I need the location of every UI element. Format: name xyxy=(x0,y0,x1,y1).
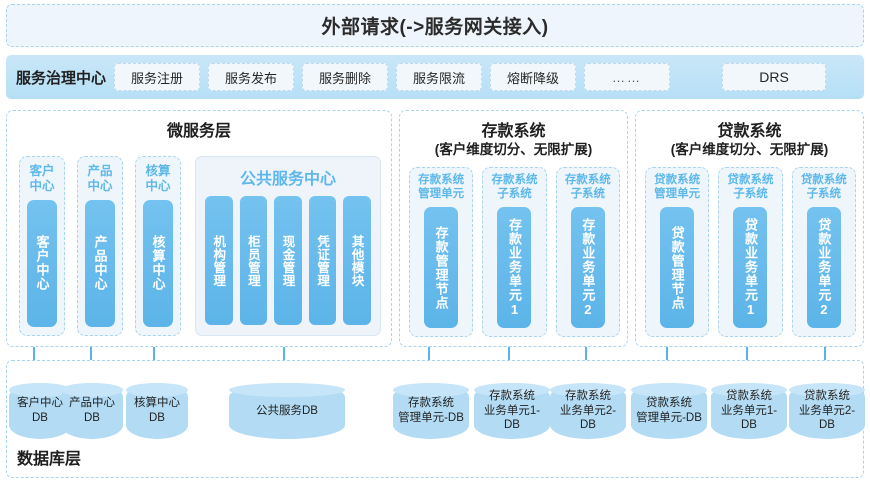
unit-label: 客户 中心 xyxy=(29,164,55,193)
loan-subsystem-2[interactable]: 贷款系统 子系统 贷款业务单元2 xyxy=(791,167,856,337)
database-cylinder[interactable]: 贷款系统 管理单元-DB xyxy=(631,383,707,439)
database-cylinder-label: 存款系统 管理单元-DB xyxy=(398,397,464,424)
database-cylinder-label: 核算中心 DB xyxy=(134,397,180,424)
microservice-unit-customer-center[interactable]: 客户 中心 客户中心 xyxy=(19,156,65,336)
unit-label: 存款系统 管理单元 xyxy=(418,174,465,200)
microservice-unit-product-center[interactable]: 产品 中心 产品中心 xyxy=(77,156,123,336)
database-cylinder[interactable]: 存款系统 管理单元-DB xyxy=(393,383,469,439)
unit-label: 贷款系统 管理单元 xyxy=(654,174,701,200)
database-cylinder[interactable]: 客户中心 DB xyxy=(9,383,71,439)
deposit-subsystem-1[interactable]: 存款系统 子系统 存款业务单元1 xyxy=(482,167,547,337)
core-box: 存款管理节点 xyxy=(424,207,459,328)
unit-label: 产品 中心 xyxy=(87,164,113,193)
public-service-center[interactable]: 公共服务中心 机构管理 柜员管理 现金管理 凭证管理 其他模块 xyxy=(195,156,381,336)
service-governance-bar: 服务治理中心 服务注册 服务发布 服务删除 服务限流 熔断降级 …… DRS xyxy=(6,55,864,99)
microservice-unit-accounting-center[interactable]: 核算 中心 核算中心 xyxy=(135,156,181,336)
module-other[interactable]: 其他模块 xyxy=(343,196,371,325)
loan-system-title: 贷款系统 xyxy=(717,123,782,140)
database-cylinder-label: 产品中心 DB xyxy=(69,397,115,424)
public-service-center-title: 公共服务中心 xyxy=(239,171,336,188)
database-cylinder[interactable]: 核算中心 DB xyxy=(126,383,188,439)
core-box: 核算中心 xyxy=(143,199,173,327)
database-cylinder[interactable]: 存款系统 业务单元2-DB xyxy=(550,383,626,439)
deposit-subsystem-2[interactable]: 存款系统 子系统 存款业务单元2 xyxy=(555,167,620,337)
deposit-system-columns: 存款系统 管理单元 存款管理节点 存款系统 子系统 存款业务单元1 存款系统 子… xyxy=(409,167,620,337)
gov-chip-service-delete[interactable]: 服务删除 xyxy=(302,63,389,91)
module-teller-management[interactable]: 柜员管理 xyxy=(239,196,268,325)
service-governance-title: 服务治理中心 xyxy=(16,69,107,87)
database-cylinder-label: 贷款系统 业务单元1-DB xyxy=(720,389,778,432)
gov-chip-service-publish[interactable]: 服务发布 xyxy=(208,63,295,91)
database-cylinder[interactable]: 产品中心 DB xyxy=(61,383,123,439)
core-box: 存款业务单元1 xyxy=(497,207,532,328)
deposit-system-title: 存款系统 xyxy=(481,123,546,140)
database-layer-label: 数据库层 xyxy=(17,451,82,468)
gov-chip-more[interactable]: …… xyxy=(584,63,671,91)
loan-management-unit[interactable]: 贷款系统 管理单元 贷款管理节点 xyxy=(645,167,710,337)
external-request-title: 外部请求(->服务网关接入) xyxy=(321,17,549,38)
unit-label: 贷款系统 子系统 xyxy=(800,174,847,200)
unit-label: 核算 中心 xyxy=(145,164,171,193)
core-box: 贷款业务单元2 xyxy=(806,207,841,328)
database-cylinder[interactable]: 贷款系统 业务单元2-DB xyxy=(789,383,865,439)
deposit-system-panel: 存款系统 (客户维度切分、无限扩展) 存款系统 管理单元 存款管理节点 存款系统… xyxy=(399,110,628,347)
module-org-management[interactable]: 机构管理 xyxy=(205,196,233,325)
core-box: 贷款业务单元1 xyxy=(733,207,768,328)
core-box: 存款业务单元2 xyxy=(570,207,605,328)
core-box: 产品中心 xyxy=(85,199,115,327)
database-cylinder-label: 贷款系统 管理单元-DB xyxy=(636,397,702,424)
public-service-modules: 机构管理 柜员管理 现金管理 凭证管理 其他模块 xyxy=(205,196,371,325)
unit-label: 贷款系统 子系统 xyxy=(727,174,774,200)
unit-label: 存款系统 子系统 xyxy=(491,174,538,200)
database-cylinder[interactable]: 贷款系统 业务单元1-DB xyxy=(711,383,787,439)
microservice-layer-panel: 微服务层 客户 中心 客户中心 产品 中心 产品中心 核算 中心 核算中心 公共… xyxy=(6,110,392,347)
loan-system-subtitle: (客户维度切分、无限扩展) xyxy=(670,142,829,157)
gov-chip-drs[interactable]: DRS xyxy=(722,63,827,91)
database-cylinder-label: 存款系统 业务单元2-DB xyxy=(559,389,617,432)
database-cylinder[interactable]: 公共服务DB xyxy=(229,383,345,439)
external-request-banner: 外部请求(->服务网关接入) xyxy=(6,4,864,47)
unit-label: 存款系统 子系统 xyxy=(564,174,611,200)
module-cash-management[interactable]: 现金管理 xyxy=(274,196,302,325)
microservice-layer-title: 微服务层 xyxy=(166,123,231,140)
core-box: 客户中心 xyxy=(27,199,57,327)
microservice-columns: 客户 中心 客户中心 产品 中心 产品中心 核算 中心 核算中心 公共服务中心 … xyxy=(19,156,381,336)
loan-subsystem-1[interactable]: 贷款系统 子系统 贷款业务单元1 xyxy=(718,167,783,337)
database-cylinder[interactable]: 存款系统 业务单元1-DB xyxy=(474,383,550,439)
loan-system-panel: 贷款系统 (客户维度切分、无限扩展) 贷款系统 管理单元 贷款管理节点 贷款系统… xyxy=(635,110,864,347)
gov-chip-circuit-breaker[interactable]: 熔断降级 xyxy=(490,63,577,91)
database-cylinder-label: 客户中心 DB xyxy=(17,397,63,424)
database-cylinder-label: 存款系统 业务单元1-DB xyxy=(483,389,541,432)
deposit-system-subtitle: (客户维度切分、无限扩展) xyxy=(434,142,593,157)
gov-chip-service-throttle[interactable]: 服务限流 xyxy=(396,63,483,91)
gov-chip-service-register[interactable]: 服务注册 xyxy=(114,63,201,91)
database-cylinder-label: 公共服务DB xyxy=(256,404,318,417)
loan-system-columns: 贷款系统 管理单元 贷款管理节点 贷款系统 子系统 贷款业务单元1 贷款系统 子… xyxy=(645,167,856,337)
core-box: 贷款管理节点 xyxy=(660,207,695,328)
deposit-management-unit[interactable]: 存款系统 管理单元 存款管理节点 xyxy=(409,167,474,337)
module-voucher-management[interactable]: 凭证管理 xyxy=(308,196,337,325)
database-cylinder-label: 贷款系统 业务单元2-DB xyxy=(798,389,856,432)
